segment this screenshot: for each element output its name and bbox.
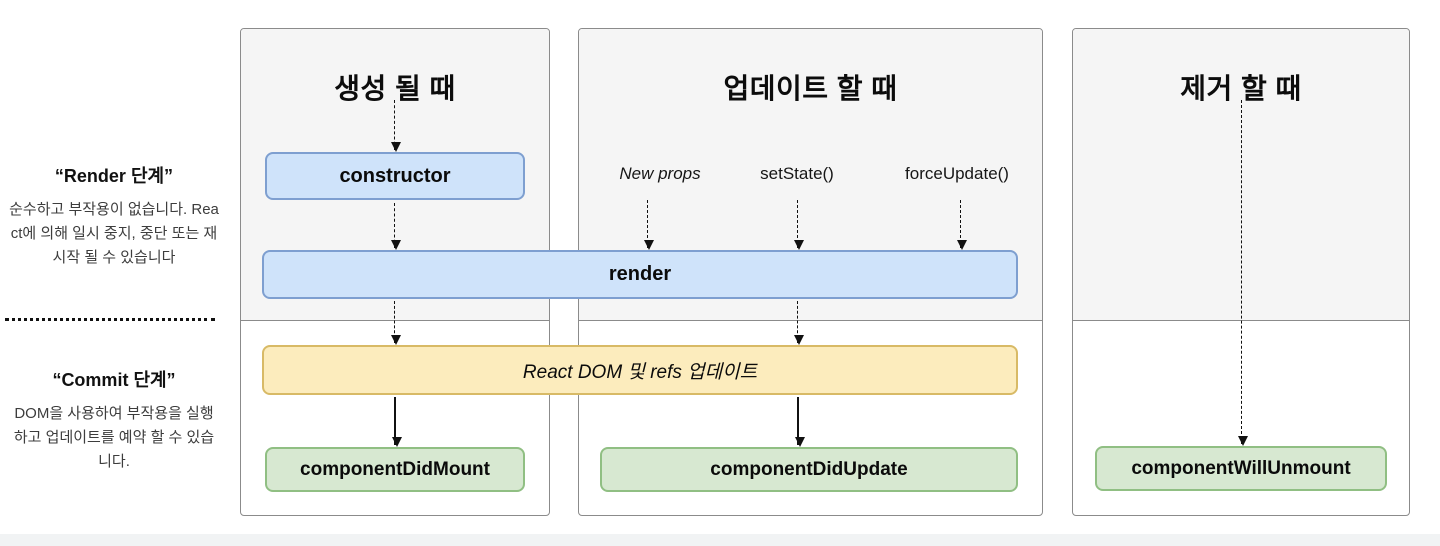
- arrow-render-to-domupdate-update: [793, 301, 804, 345]
- component-will-unmount-node: componentWillUnmount: [1095, 446, 1387, 491]
- trigger-set-state: setState(): [760, 164, 834, 183]
- window-bottom-strip: [0, 534, 1440, 546]
- phase-sidebar: “Render 단계” 순수하고 부작용이 없습니다. React에 의해 일시…: [0, 0, 230, 546]
- render-phase-description: 순수하고 부작용이 없습니다. React에 의해 일시 중지, 중단 또는 재…: [9, 201, 219, 266]
- arrow-unmount-to-willunmount: [1237, 100, 1248, 446]
- arrow-domupdate-to-didmount: [391, 397, 402, 447]
- arrow-newprops-to-render: [643, 200, 654, 250]
- commit-phase-block: “Commit 단계” DOM을 사용하여 부작용을 실행하고 업데이트를 예약…: [8, 366, 220, 474]
- component-did-mount-node: componentDidMount: [265, 447, 525, 492]
- trigger-force-update: forceUpdate(): [905, 164, 1009, 183]
- render-phase-title: “Render 단계”: [54, 166, 174, 186]
- arrow-forceupdate-to-render: [956, 200, 967, 250]
- panel-unmounting-title: 제거 할 때: [1180, 73, 1302, 104]
- arrow-domupdate-to-didupdate: [794, 397, 805, 447]
- render-phase-block: “Render 단계” 순수하고 부작용이 없습니다. React에 의해 일시…: [8, 162, 220, 270]
- arrow-render-to-domupdate-mount: [390, 301, 401, 345]
- panel-mounting-title: 생성 될 때: [334, 73, 456, 104]
- phase-divider-dotted-line: [5, 318, 215, 321]
- arrow-mount-to-constructor: [390, 100, 401, 152]
- commit-phase-description: DOM을 사용하여 부작용을 실행하고 업데이트를 예약 할 수 있습니다.: [13, 405, 215, 470]
- trigger-new-props: New props: [619, 164, 701, 183]
- arrow-setstate-to-render: [793, 200, 804, 250]
- react-dom-update-node: React DOM 및 refs 업데이트: [262, 345, 1018, 395]
- constructor-node: constructor: [265, 152, 525, 200]
- render-node: render: [262, 250, 1018, 299]
- commit-phase-title: “Commit 단계”: [52, 370, 176, 390]
- arrow-constructor-to-render: [390, 203, 401, 250]
- panel-updating-title: 업데이트 할 때: [723, 73, 898, 104]
- component-did-update-node: componentDidUpdate: [600, 447, 1018, 492]
